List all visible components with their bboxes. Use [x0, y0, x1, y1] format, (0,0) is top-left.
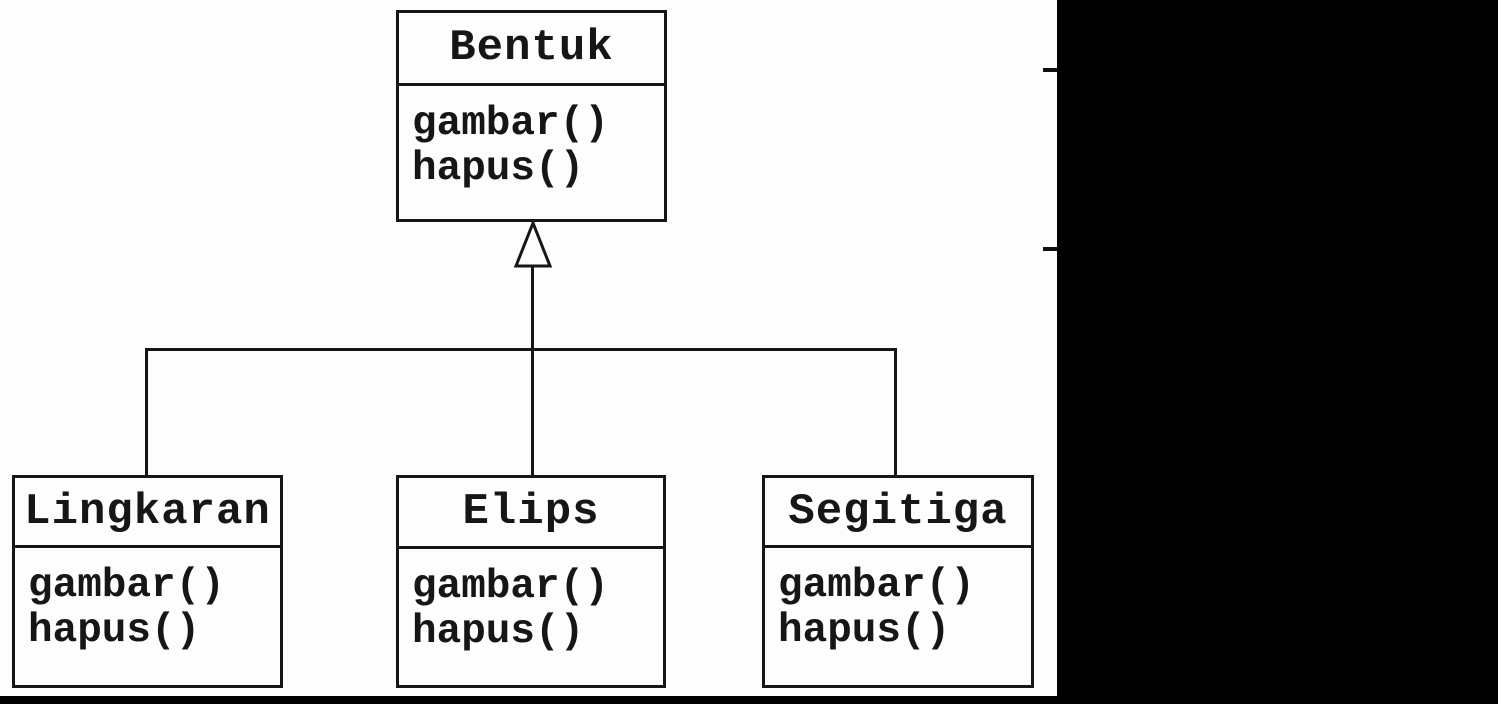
ruled-line-fragment-top: [1043, 68, 1058, 72]
class-methods-compartment: gambar() hapus(): [399, 549, 663, 655]
class-name: Bentuk: [399, 13, 664, 86]
class-methods-compartment: gambar() hapus(): [15, 548, 280, 654]
method-label: hapus(): [412, 609, 585, 655]
generalization-line-vertical-left: [145, 348, 148, 475]
class-methods-compartment: gambar() hapus(): [765, 548, 1031, 654]
class-box-bentuk: Bentuk gambar() hapus(): [396, 10, 667, 222]
class-methods-compartment: gambar() hapus(): [399, 86, 664, 192]
class-box-lingkaran: Lingkaran gambar() hapus(): [12, 475, 283, 688]
generalization-arrowhead-icon: [513, 221, 553, 268]
method-label: gambar(): [28, 563, 225, 609]
generalization-line-vertical-right: [894, 348, 897, 475]
class-box-elips: Elips gambar() hapus(): [396, 475, 666, 688]
generalization-line-horizontal: [145, 348, 897, 351]
class-name: Elips: [399, 478, 663, 549]
method-label: hapus(): [778, 608, 951, 654]
generalization-line-vertical-middle: [531, 266, 534, 475]
class-name: Segitiga: [765, 478, 1031, 548]
method-label: gambar(): [412, 101, 609, 147]
ruled-line-fragment-middle: [1043, 247, 1058, 251]
black-redaction-right: [1057, 0, 1498, 704]
method-label: hapus(): [412, 146, 585, 192]
black-bottom-bar: [0, 696, 1498, 704]
method-label: gambar(): [778, 563, 975, 609]
class-box-segitiga: Segitiga gambar() hapus(): [762, 475, 1034, 688]
method-label: gambar(): [412, 564, 609, 610]
method-label: hapus(): [28, 608, 201, 654]
class-name: Lingkaran: [15, 478, 280, 548]
